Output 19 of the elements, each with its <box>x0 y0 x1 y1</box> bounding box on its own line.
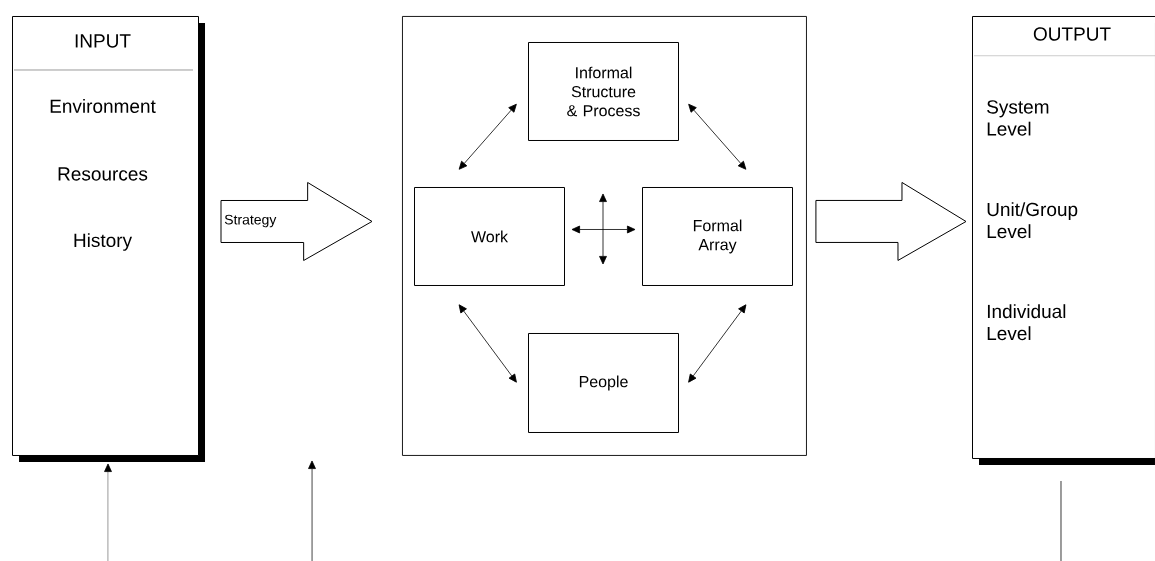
process-box: Informal Structure & Process <box>528 42 679 141</box>
node-label: System Level <box>987 100 1049 136</box>
line <box>1060 480 1062 561</box>
node-label: Unit/Group Level <box>987 202 1078 239</box>
panel-box: OUTPUT System Level Unit/Group Level Individual Level <box>972 16 1155 465</box>
edge-label: Strategy <box>224 214 277 228</box>
process-box: Work <box>414 187 565 286</box>
process-box: People <box>528 333 679 433</box>
panel-box: INPUT Environment Resources History <box>12 16 205 462</box>
block-arrow <box>815 181 967 261</box>
arrow <box>571 225 636 234</box>
block-arrow <box>220 182 373 261</box>
arrow <box>688 103 747 170</box>
node-label: OUTPUT <box>1033 27 1111 41</box>
arrow <box>458 304 517 383</box>
process-box: Formal Array <box>642 187 793 286</box>
arrow <box>688 304 747 383</box>
arrow <box>458 103 517 170</box>
node-label: Individual Level <box>987 304 1066 341</box>
